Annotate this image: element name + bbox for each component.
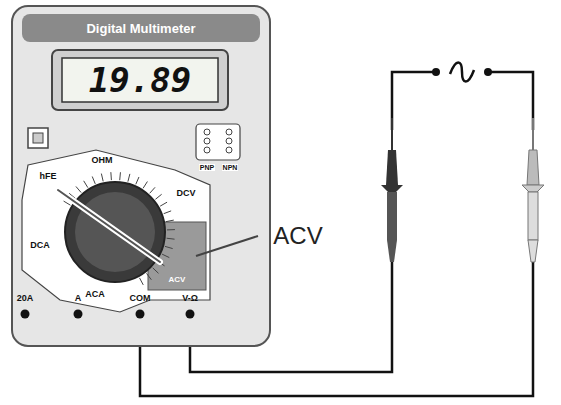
terminal-label: A: [75, 294, 82, 303]
socket-label: NPN: [222, 164, 239, 171]
circuit-wire-left: [392, 72, 434, 130]
black-probe: [381, 118, 403, 262]
socket-label: PNP: [199, 164, 215, 171]
source-terminal: [484, 68, 492, 76]
power-button: [28, 128, 48, 148]
title-banner: [22, 14, 260, 42]
range-panel: [22, 150, 210, 312]
terminal-label: 20A: [17, 294, 34, 303]
white-probe: [522, 118, 544, 262]
source-terminal: [432, 68, 440, 76]
display-bezel: [52, 50, 228, 110]
dial-ticks: [64, 172, 175, 285]
range-label: DCA: [29, 241, 51, 250]
meter-housing: [12, 6, 270, 346]
display-reading: 19.89: [89, 63, 191, 97]
leader-line: [196, 236, 258, 256]
power-button-face: [33, 133, 43, 143]
terminal-label: COM: [130, 294, 151, 303]
terminal-jacks: [21, 310, 195, 319]
callout-label: ACV: [273, 224, 322, 248]
dial-pointer-groove: [58, 190, 160, 262]
meter-title: Digital Multimeter: [86, 22, 195, 35]
range-label: OHM: [91, 156, 114, 165]
range-label: DCV: [175, 189, 196, 198]
hfe-socket: [196, 124, 240, 160]
range-label: ACA: [84, 290, 106, 299]
lcd-screen: [62, 58, 218, 102]
range-label: ACV: [169, 276, 186, 284]
dial-pointer: [58, 190, 160, 262]
circuit-wire-right: [490, 72, 533, 130]
ac-source-symbol: [450, 63, 474, 82]
range-label: hFE: [39, 172, 58, 181]
terminal-label: V-Ω: [182, 294, 198, 303]
